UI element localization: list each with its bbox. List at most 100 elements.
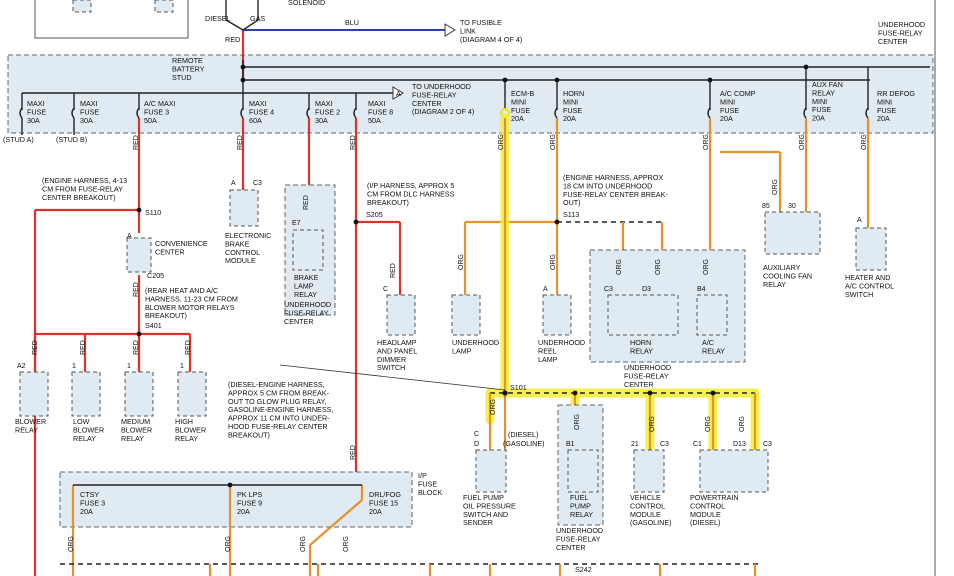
- splice-s110: S110: [145, 208, 161, 217]
- pin-c3-8: C3: [660, 441, 669, 448]
- wire-label-org-11: ORG: [490, 399, 497, 415]
- splice-s401: S401: [145, 321, 162, 330]
- underhood-fuse-relay-panel: [7, 54, 934, 134]
- pin-a2-12: A2: [17, 363, 26, 370]
- pin-c3-1: C3: [253, 180, 262, 187]
- pin-a-22: A: [543, 286, 548, 293]
- fuse-sub-maxi2: (STUD B): [56, 135, 87, 144]
- wire-label-org-8: ORG: [616, 259, 623, 275]
- wire-label-org-17: ORG: [225, 536, 232, 552]
- vcm-box: [633, 449, 665, 493]
- medium-blower-box: [124, 371, 154, 417]
- label-gasoline: (GASOLINE): [503, 439, 545, 448]
- wire-label-org-10: ORG: [703, 259, 710, 275]
- wire-label-org-12: ORG: [574, 414, 581, 430]
- arrow-fusible: [444, 23, 456, 37]
- wire-label-red-7: RED: [185, 340, 192, 355]
- label-gas: GAS: [250, 14, 265, 23]
- heater-ac-box: [855, 227, 887, 271]
- wire-label-org-13: ORG: [649, 416, 656, 432]
- horn-relay-box: [607, 294, 679, 336]
- wire-diesel-join: [225, 19, 244, 31]
- pin-c1-9: C1: [693, 441, 702, 448]
- aux-cooling-box: [764, 211, 821, 255]
- partial-frame: [34, 0, 189, 39]
- pin-e7-2: E7: [292, 220, 301, 227]
- pin-d-4: D: [474, 441, 479, 448]
- pin-one-13: 1: [72, 363, 76, 370]
- wire-label-org-19: ORG: [343, 536, 350, 552]
- wire-label-org-6: ORG: [550, 254, 557, 270]
- ac-relay-box: [696, 294, 728, 336]
- fuse-symbols: [19, 107, 869, 119]
- label-solenoid: SOLENOID: [288, 0, 325, 7]
- wire-label-org-5: ORG: [861, 134, 868, 150]
- headlamp-dimmer-box: [386, 294, 416, 336]
- label-diesel: DIESEL: [205, 14, 231, 23]
- wire-label-red-5: RED: [80, 340, 87, 355]
- pin-a-21: A: [857, 217, 862, 224]
- pin-c3-11: C3: [763, 441, 772, 448]
- wire-label-red-3: RED: [350, 135, 357, 150]
- pin-p30-20: 30: [788, 203, 796, 210]
- wire-label-org-0: ORG: [498, 134, 505, 150]
- pin-one-14: 1: [127, 363, 131, 370]
- pin-c-3: C: [383, 286, 388, 293]
- blower-relay-box: [19, 371, 49, 417]
- wire-label-org-15: ORG: [739, 416, 746, 432]
- pcm-box: [699, 449, 769, 493]
- underhood-lamp-box: [451, 294, 481, 336]
- splice-s101: S101: [510, 383, 527, 392]
- pin-d13-10: D13: [733, 441, 746, 448]
- fuel-pump-relay-box: [567, 449, 599, 493]
- wire-gas-join: [242, 19, 259, 31]
- fuel-pump-switch-box: [475, 449, 507, 493]
- wire-label-red-2: RED: [303, 195, 310, 210]
- ip-fuse-block-panel: [59, 471, 413, 528]
- label-connector-a: A: [396, 89, 401, 98]
- arrow-underhood: [392, 86, 404, 100]
- splice-c205: C205: [147, 271, 164, 280]
- wire-label-org-9: ORG: [655, 259, 662, 275]
- pin-c3-16: C3: [604, 286, 613, 293]
- brake-lamp-relay-box: [292, 229, 324, 271]
- wire-label-org-16: ORG: [68, 536, 75, 552]
- wire-label-org-3: ORG: [772, 179, 779, 195]
- pin-p85-19: 85: [762, 203, 770, 210]
- pin-b1-6: B1: [566, 441, 575, 448]
- high-blower-box: [177, 371, 207, 417]
- fuse-sub-maxi1: (STUD A): [3, 135, 34, 144]
- note-diesel-harness: (DIESEL-ENGINE HARNESS,APPROX 5 CM FROM …: [228, 380, 333, 439]
- wire-label-org-4: ORG: [799, 134, 806, 150]
